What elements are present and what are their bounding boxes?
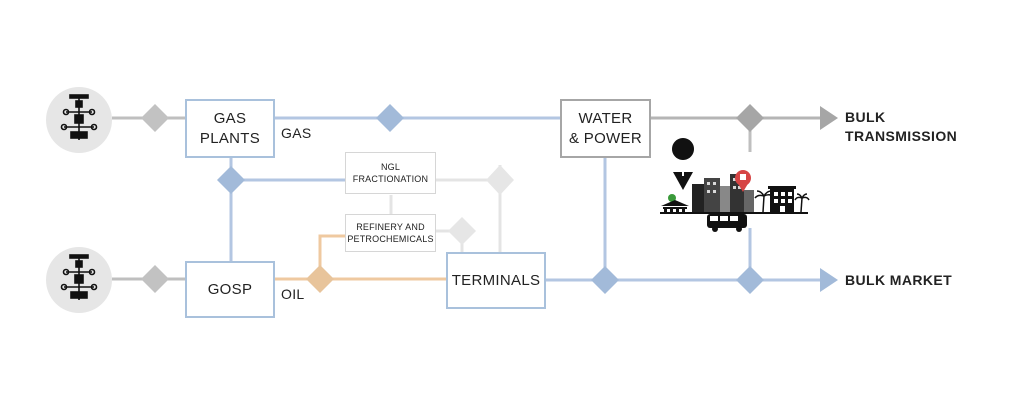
city-market-diamond	[736, 266, 764, 294]
gosp-label: GOSP	[207, 280, 253, 298]
terminals-label: TERMINALS	[451, 271, 541, 289]
refinery-label: REFINERY AND PETROCHEMICALS	[347, 222, 434, 244]
airport-pin-icon	[672, 138, 695, 190]
refinery-junction-diamond	[448, 217, 476, 245]
wellhead-icon	[46, 247, 112, 313]
palm-tree-icon	[754, 190, 810, 213]
wellhead-icon	[46, 87, 112, 153]
oil-refinery-connector	[318, 234, 346, 279]
hotel-icon	[768, 186, 796, 212]
transmission-junction-diamond	[736, 104, 764, 132]
gas-plants-node: GAS PLANTS	[185, 99, 275, 158]
ngl-fractionation-node: NGL FRACTIONATION	[345, 152, 436, 194]
water-power-node: WATER & POWER	[560, 99, 651, 158]
ngl-fractionation-label: NGL FRACTIONATION	[352, 162, 429, 184]
terminals-node: TERMINALS	[446, 252, 546, 309]
wellhead-gas-diamond	[141, 104, 169, 132]
gas-junction-diamond	[376, 104, 404, 132]
bus-icon	[707, 214, 747, 232]
wellhead-oil-diamond	[141, 265, 169, 293]
market-junction-diamond	[591, 266, 619, 294]
ngl-junction-diamond	[486, 165, 514, 195]
oil-line-label: OIL	[281, 286, 305, 302]
bulk-market-arrowhead	[820, 268, 838, 292]
bulk-market-label: BULK MARKET	[845, 272, 953, 288]
gas-plants-label: GAS PLANTS	[199, 109, 261, 147]
gas-plants-junction-diamond	[217, 166, 245, 194]
water-power-label: WATER & POWER	[569, 109, 642, 147]
oil-junction-diamond	[306, 265, 334, 293]
gosp-node: GOSP	[185, 261, 275, 318]
gas-line-label: GAS	[281, 125, 312, 141]
bulk-transmission-label: BULK TRANSMISSION	[845, 109, 958, 144]
bank-icon	[661, 194, 689, 213]
refinery-node: REFINERY AND PETROCHEMICALS	[345, 214, 436, 252]
bus-stop-pin-icon	[735, 170, 751, 192]
bulk-transmission-arrowhead	[820, 106, 838, 130]
